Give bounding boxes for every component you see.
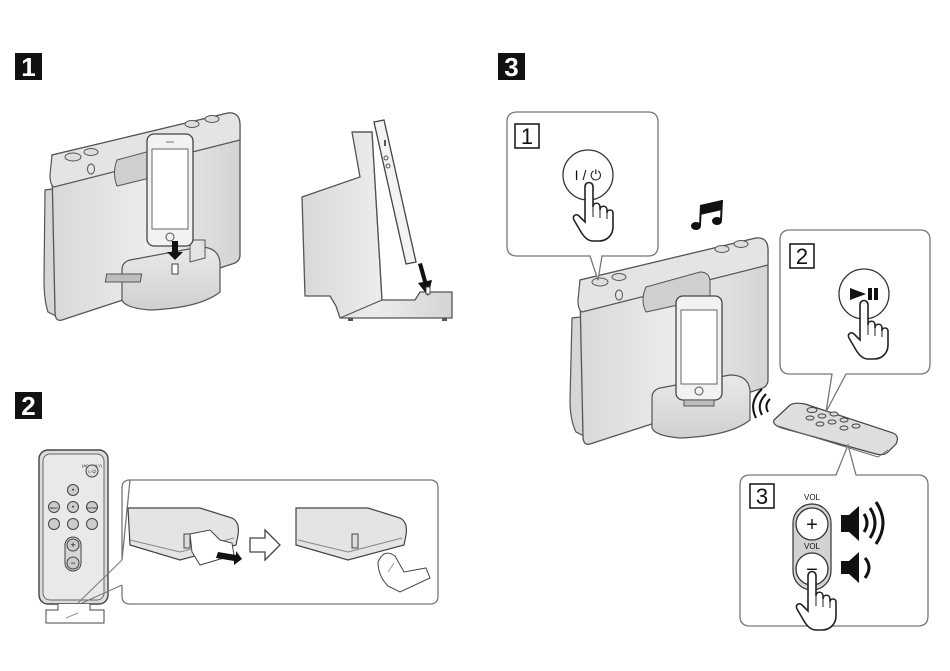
svg-text:+: +	[806, 514, 818, 536]
svg-text:+: +	[70, 540, 75, 550]
svg-text:VOL: VOL	[804, 542, 821, 551]
speaker-power-button	[591, 277, 609, 287]
remote-control-front: (AC ONLY) I / ⏻ • MENU • ENTER + −	[38, 449, 123, 624]
remote-control-perspective	[752, 388, 899, 458]
speaker-side-view	[301, 119, 453, 321]
svg-text:•: •	[72, 505, 74, 511]
callout-play-pause-button: 2	[779, 229, 931, 413]
svg-text:I / ⏻: I / ⏻	[88, 469, 96, 474]
step-3-badge: 3	[498, 53, 525, 81]
svg-text:−: −	[70, 558, 75, 568]
svg-text:I / ⏻: I / ⏻	[575, 167, 602, 183]
callout-power-button: 1 I / ⏻	[506, 111, 659, 281]
speaker-with-phone	[569, 237, 769, 445]
signal-wave-icon	[765, 398, 771, 413]
svg-text:MENU: MENU	[50, 506, 59, 510]
svg-text:ENTER: ENTER	[87, 506, 98, 510]
svg-text:VOL: VOL	[804, 493, 821, 502]
insert-arrow-icon	[167, 241, 183, 260]
svg-text:3: 3	[756, 484, 768, 509]
svg-text:•: •	[72, 488, 74, 494]
music-note-icon	[691, 199, 723, 230]
svg-text:−: −	[806, 559, 818, 581]
film-removal-callout	[121, 479, 439, 605]
callout-volume-buttons: 3 VOL + VOL −	[739, 442, 929, 631]
step-1-badge: 1	[15, 53, 42, 81]
volume-up-button	[795, 507, 829, 541]
svg-text:1: 1	[521, 124, 533, 149]
remote-power-button	[85, 464, 99, 478]
volume-soft-icon	[841, 552, 871, 583]
removed-film-icon	[377, 552, 431, 593]
pull-arrow-icon	[216, 551, 242, 565]
svg-text:2: 2	[796, 244, 808, 269]
next-step-arrow-icon	[249, 528, 281, 562]
volume-loud-icon	[841, 501, 885, 545]
speaker-front-view	[43, 112, 241, 321]
step-2-badge: 2	[15, 392, 42, 420]
